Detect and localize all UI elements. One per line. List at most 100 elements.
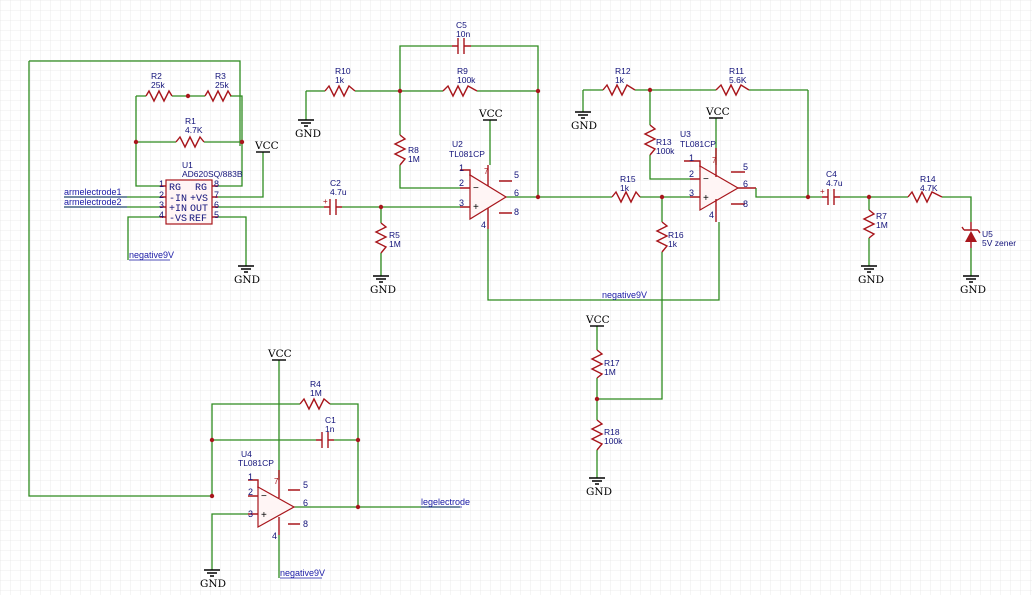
junction-dot (535, 194, 541, 200)
gnd-symbol-r18[interactable]: GND (586, 477, 612, 498)
resistor-r18[interactable]: R18 100k (590, 419, 623, 451)
resistor-r17[interactable]: R17 1M (590, 349, 620, 379)
r4-value: 1M (310, 388, 322, 398)
vcc-symbol-u2[interactable]: VCC (478, 108, 503, 121)
resistor-r11[interactable]: R11 5.6K (715, 66, 750, 97)
u1-pin-num-5: 5 (214, 210, 219, 220)
u1-pin-num-1: 1 (159, 179, 164, 189)
r18-ref: R18 (604, 427, 620, 437)
vcc-symbol-u1[interactable]: VCC (254, 140, 279, 153)
opamp-u2[interactable]: − + U2 TL081CP 1 2 3 4 5 6 7 8 (449, 139, 519, 230)
resistor-r15[interactable]: R15 1k (611, 174, 641, 204)
resistor-r10[interactable]: R10 1k (324, 66, 356, 98)
u3-minus-sign: − (703, 174, 709, 185)
r7-value: 1M (876, 220, 888, 230)
net-label-armelectrode1[interactable]: armelectrode1 (64, 187, 122, 197)
r16-value: 1k (668, 239, 678, 249)
u4-ref: U4 (241, 449, 252, 459)
gnd-label: GND (858, 274, 884, 286)
net-label-armelectrode2[interactable]: armelectrode2 (64, 197, 122, 207)
u5-ref: U5 (982, 229, 993, 239)
resistor-r12[interactable]: R12 1k (602, 66, 636, 97)
u1-pin-num-6: 6 (214, 200, 219, 210)
capacitor-c5[interactable]: C5 10n (452, 20, 471, 54)
gnd-symbol-r12[interactable]: GND (571, 111, 597, 132)
resistor-r7[interactable]: R7 1M (862, 209, 888, 239)
opamp-u4[interactable]: − + U4 TL081CP 1 2 3 4 5 6 7 8 (238, 449, 308, 541)
u4-pin-1: 1 (248, 472, 253, 482)
junction-dot (647, 87, 653, 93)
u4-value: TL081CP (238, 458, 274, 468)
resistor-r9[interactable]: R9 100k (442, 66, 478, 98)
u3-pin-6: 6 (743, 179, 748, 189)
u3-pin-4: 4 (709, 210, 714, 220)
wires (28, 45, 972, 578)
r5-ref: R5 (389, 230, 400, 240)
u1-pin-num-3: 3 (159, 200, 164, 210)
gnd-label: GND (960, 284, 986, 296)
resistor-r1[interactable]: R1 4.7K (175, 116, 205, 149)
vcc-symbol-r17[interactable]: VCC (585, 314, 610, 327)
vcc-symbol-u4[interactable]: VCC (267, 348, 292, 361)
gnd-symbol-r10[interactable]: GND (295, 119, 321, 140)
resistor-r13[interactable]: R13 100k (643, 124, 675, 156)
net-label-negative9v-u1[interactable]: negative9V (129, 250, 174, 260)
r2-value: 25k (151, 80, 165, 90)
r8-ref: R8 (408, 145, 419, 155)
resistor-r3[interactable]: R3 25k (204, 71, 232, 103)
u1-value: AD620SQ/883B (182, 169, 243, 179)
vcc-symbol-u3[interactable]: VCC (705, 106, 730, 119)
vcc-label: VCC (254, 140, 279, 152)
u4-pin-7: 7 (274, 477, 279, 486)
r9-ref: R9 (457, 66, 468, 76)
u1-pin-num-4: 4 (159, 210, 164, 220)
c2-value: 4.7u (330, 187, 347, 197)
gnd-symbol-u1-ref[interactable]: GND (234, 265, 260, 286)
zener-diode-u5[interactable]: U5 5V zener (961, 222, 1016, 248)
u2-pin-6: 6 (514, 188, 519, 198)
resistor-r2[interactable]: R2 25k (145, 71, 173, 103)
resistor-r8[interactable]: R8 1M (393, 134, 420, 166)
net-label-negative9v-bus[interactable]: negative9V (602, 290, 647, 300)
u1-pin-out: OUT (190, 204, 208, 215)
r17-ref: R17 (604, 358, 620, 368)
r8-value: 1M (408, 154, 420, 164)
resistor-r16[interactable]: R16 1k (655, 221, 684, 253)
r18-value: 100k (604, 436, 623, 446)
junction-dot (133, 139, 139, 145)
junction-dot (397, 88, 403, 94)
u2-pin-4: 4 (481, 220, 486, 230)
vcc-label: VCC (478, 108, 503, 120)
u3-pin-3: 3 (689, 188, 694, 198)
u1-pin-num-7: 7 (214, 190, 219, 200)
resistor-r14[interactable]: R14 4.7K (907, 174, 943, 204)
resistor-r4[interactable]: R4 1M (299, 379, 331, 411)
r16-ref: R16 (668, 230, 684, 240)
u4-plus-sign: + (261, 510, 267, 521)
capacitor-c4[interactable]: + C4 4.7u (820, 169, 843, 205)
gnd-symbol-u5[interactable]: GND (960, 275, 986, 296)
r15-value: 1k (620, 183, 630, 193)
u3-pin-1: 1 (689, 153, 694, 163)
net-label-legelectrode[interactable]: legelectrode (421, 497, 470, 507)
gnd-label: GND (200, 578, 226, 590)
c2-ref: C2 (330, 178, 341, 188)
resistor-r5[interactable]: R5 1M (374, 222, 401, 254)
vcc-label: VCC (267, 348, 292, 360)
u1-pin-vs-minus: -VS (169, 214, 187, 225)
gnd-label: GND (571, 120, 597, 132)
net-label-negative9v-u4[interactable]: negative9V (280, 568, 325, 578)
capacitor-c1[interactable]: C1 1n (316, 415, 336, 448)
ic-u1-instrumentation-amp[interactable]: U1 AD620SQ/883B RG -IN +IN -VS RG +VS OU… (159, 160, 243, 225)
junction-dot (185, 93, 191, 99)
u3-plus-sign: + (703, 193, 709, 204)
u3-pin-8: 8 (743, 199, 748, 209)
r3-ref: R3 (215, 71, 226, 81)
gnd-symbol-r7[interactable]: GND (858, 265, 884, 286)
c4-ref: C4 (826, 169, 837, 179)
gnd-symbol-r5[interactable]: GND (370, 275, 396, 296)
gnd-symbol-u4[interactable]: GND (200, 569, 226, 590)
opamp-u3[interactable]: − + U3 TL081CP 1 2 3 4 5 6 7 8 (680, 129, 756, 222)
capacitor-c2[interactable]: + C2 4.7u (323, 178, 347, 215)
